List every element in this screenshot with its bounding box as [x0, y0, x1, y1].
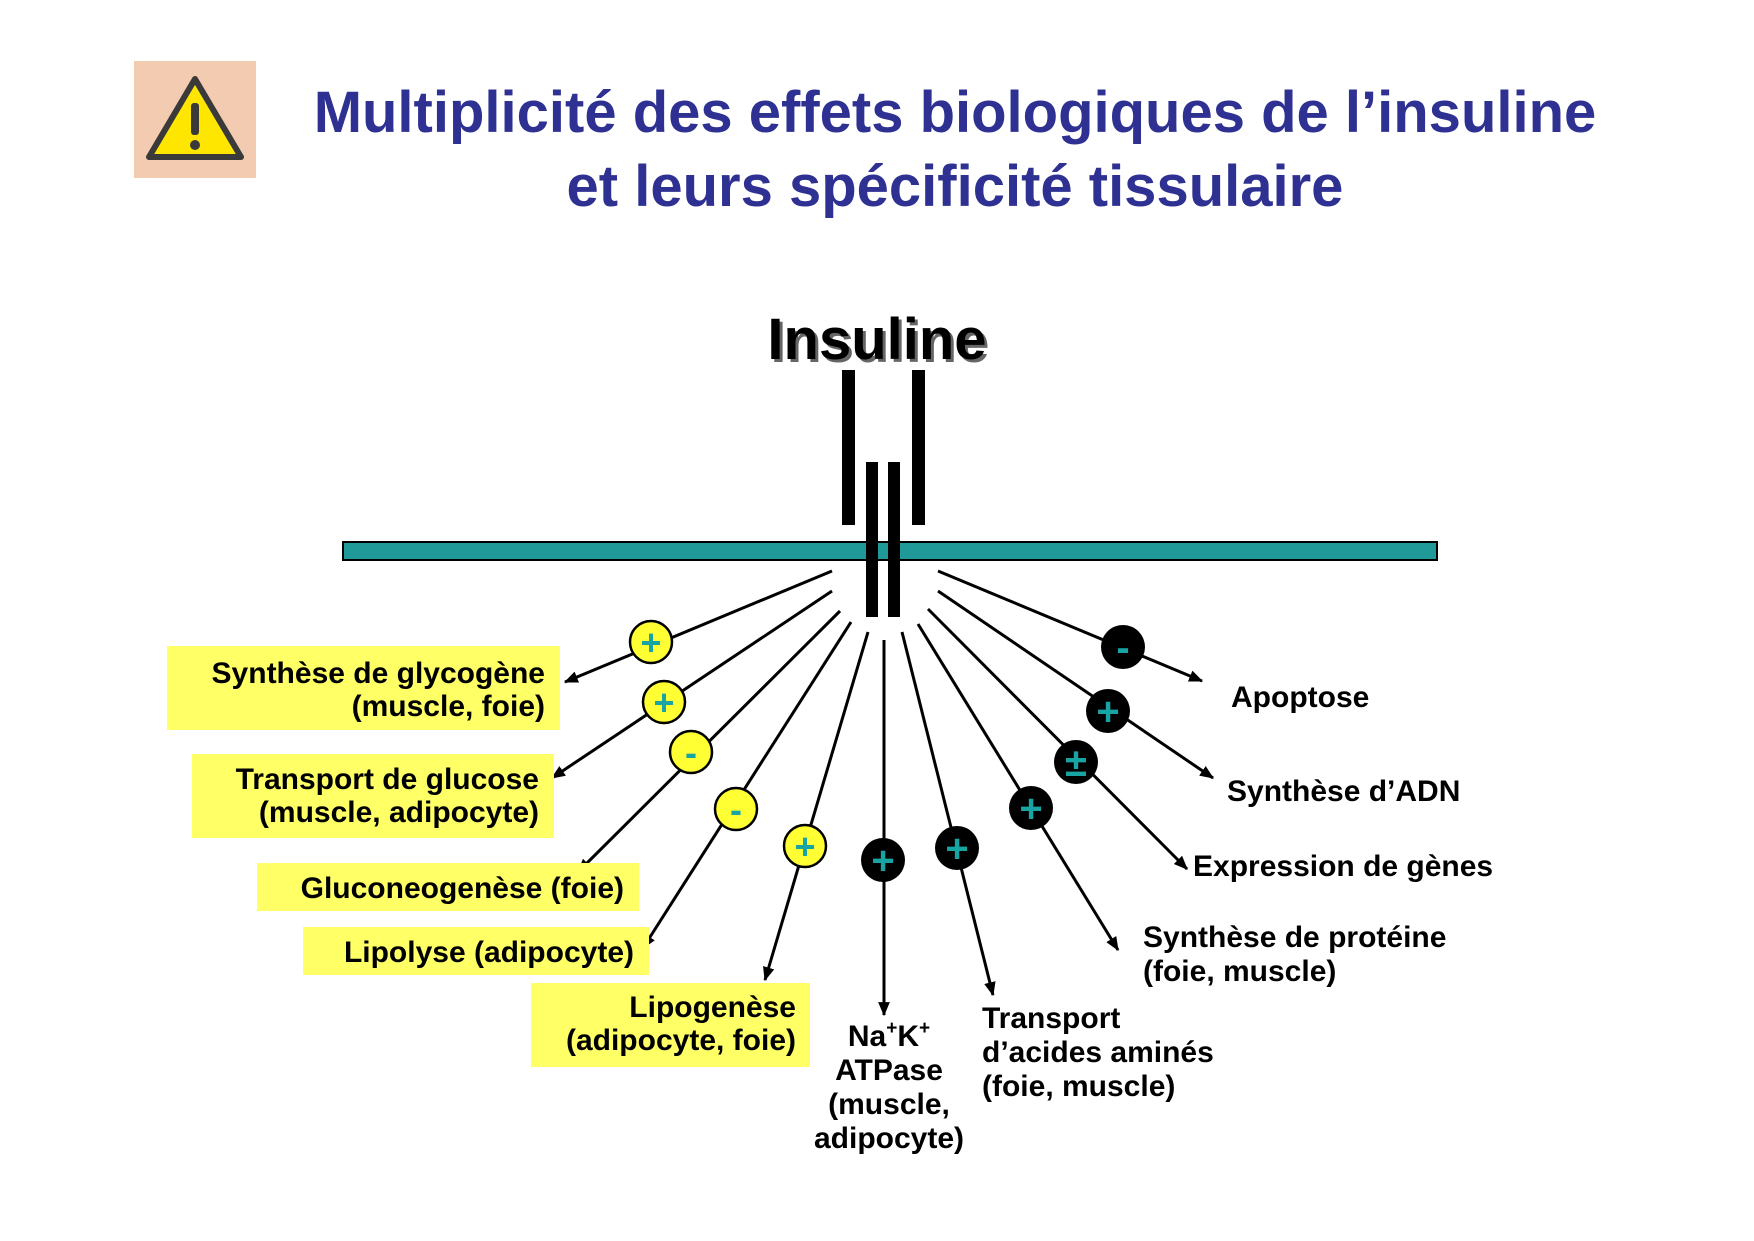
sign-na-k-atpase: + [861, 838, 905, 883]
sign-text: + [640, 622, 661, 663]
plus-minus-circle [1054, 740, 1098, 784]
label-highlight [257, 863, 639, 911]
receptor-label-shadow: Insuline [770, 310, 989, 375]
positive-circle [935, 826, 979, 870]
effect-label-line-1: Synthèse d’ADN [1227, 775, 1460, 808]
effect-label-line-1: Na+K+ [848, 1018, 930, 1053]
sign-text: - [1116, 626, 1129, 670]
effect-synthese-proteine: Synthèse de protéine (foie, muscle) [1143, 921, 1446, 988]
effect-transport-aa: Transport d’acides aminés (foie, muscle) [982, 1002, 1214, 1103]
positive-circle [1086, 689, 1130, 733]
sign-text: + [871, 839, 894, 883]
sign-gluconeogenese: - [668, 729, 714, 775]
receptor-alpha-right [912, 370, 925, 525]
effect-expression-genes: Expression de gènes [1193, 850, 1493, 883]
effect-na-k-atpase: Na+K+ ATPase (muscle, adipocyte) [814, 1018, 964, 1155]
sign-text: - [685, 732, 697, 773]
negative-circle [668, 729, 714, 775]
effect-label-line-1: Gluconeogenèse (foie) [301, 872, 624, 905]
effect-lipolyse: Lipolyse (adipocyte) [303, 927, 649, 975]
sign-text: + [1096, 690, 1119, 734]
effect-label-line-2: (adipocyte, foie) [566, 1024, 796, 1057]
title-line-2: et leurs spécificité tissulaire [566, 154, 1344, 219]
effect-label-line-2: (muscle, foie) [352, 690, 545, 723]
label-highlight [531, 983, 810, 1067]
effect-label-line-1: Apoptose [1231, 681, 1369, 714]
effect-label-line-1: Transport de glucose [236, 763, 539, 796]
effect-label-line-2: (muscle, adipocyte) [259, 796, 539, 829]
arrow-synthese-adn [937, 589, 1214, 780]
sign-lipolyse: - [713, 786, 759, 832]
sign-text: + [945, 827, 968, 871]
sign-glycogene: + [628, 619, 674, 665]
effect-synthese-adn: Synthèse d’ADN [1227, 775, 1460, 808]
effect-label-line-1: Synthèse de protéine [1143, 921, 1446, 954]
effect-label-line-1: Expression de gènes [1193, 850, 1493, 883]
positive-circle [628, 619, 674, 665]
effect-apoptose: Apoptose [1231, 681, 1369, 714]
arrow-transport-glucose [551, 589, 833, 780]
sign-text: + [794, 826, 815, 867]
sign-text: + [653, 682, 674, 723]
effect-label-line-1: Lipogenèse [629, 991, 796, 1024]
k-charge: + [919, 1018, 930, 1039]
negative-circle [713, 786, 759, 832]
sign-expression-genes: ± [1054, 740, 1098, 785]
effect-glycogene: Synthèse de glycogène (muscle, foie) [167, 646, 560, 730]
effect-label-line-2: (foie, muscle) [1143, 955, 1336, 988]
sign-lipogenese: + [782, 823, 828, 869]
effect-label-line-1: Synthèse de glycogène [212, 657, 545, 690]
positive-circle [641, 679, 687, 725]
na-charge: + [886, 1018, 897, 1039]
sign-text: + [1019, 787, 1042, 831]
title-line-1: Multiplicité des effets biologiques de l… [313, 80, 1597, 145]
receptor-label: Insuline [767, 307, 986, 372]
receptor-alpha-left [842, 370, 855, 525]
label-highlight [192, 754, 554, 838]
positive-circle [1009, 786, 1053, 830]
sign-transport-aa: + [935, 826, 979, 871]
sign-text: - [730, 789, 742, 830]
k-text: K [897, 1020, 919, 1053]
positive-circle [782, 823, 828, 869]
sign-synthese-proteine: + [1009, 786, 1053, 831]
effect-label-line-3: (muscle, [828, 1088, 950, 1121]
effect-lipogenese: Lipogenèse (adipocyte, foie) [531, 983, 810, 1067]
effect-label-line-4: adipocyte) [814, 1122, 964, 1155]
negative-circle [1101, 625, 1145, 669]
page-title: Multiplicité des effets biologiques de l… [250, 76, 1660, 224]
effect-transport-glucose: Transport de glucose (muscle, adipocyte) [192, 754, 554, 838]
effect-label-line-2: ATPase [835, 1054, 943, 1087]
sign-transport-glucose: + [641, 679, 687, 725]
arrow-lipolyse [641, 621, 853, 949]
arrow-apoptose [937, 569, 1204, 683]
label-highlight [167, 646, 560, 730]
receptor-beta-left [866, 462, 878, 617]
arrow-lipogenese [763, 631, 870, 982]
warning-triangle-icon [146, 76, 244, 160]
arrow-expression-genes [926, 607, 1189, 871]
effect-label-line-1: Lipolyse (adipocyte) [344, 936, 634, 969]
sign-text: ± [1065, 741, 1087, 785]
sign-synthese-adn: + [1086, 689, 1130, 734]
warning-box [134, 61, 256, 178]
arrow-glycogene [563, 569, 833, 684]
positive-circle [861, 838, 905, 882]
effect-label-line-1: Transport [982, 1002, 1120, 1035]
receptor-beta-right [888, 462, 900, 617]
sign-apoptose: - [1101, 625, 1145, 670]
effect-label-line-2: d’acides aminés [982, 1036, 1214, 1069]
arrow-transport-aa [900, 631, 996, 997]
label-highlight [303, 927, 649, 975]
arrow-synthese-proteine [916, 623, 1120, 951]
na-text: Na [848, 1020, 887, 1053]
effect-label-line-3: (foie, muscle) [982, 1070, 1175, 1103]
effect-gluconeogenese: Gluconeogenèse (foie) [257, 863, 639, 911]
